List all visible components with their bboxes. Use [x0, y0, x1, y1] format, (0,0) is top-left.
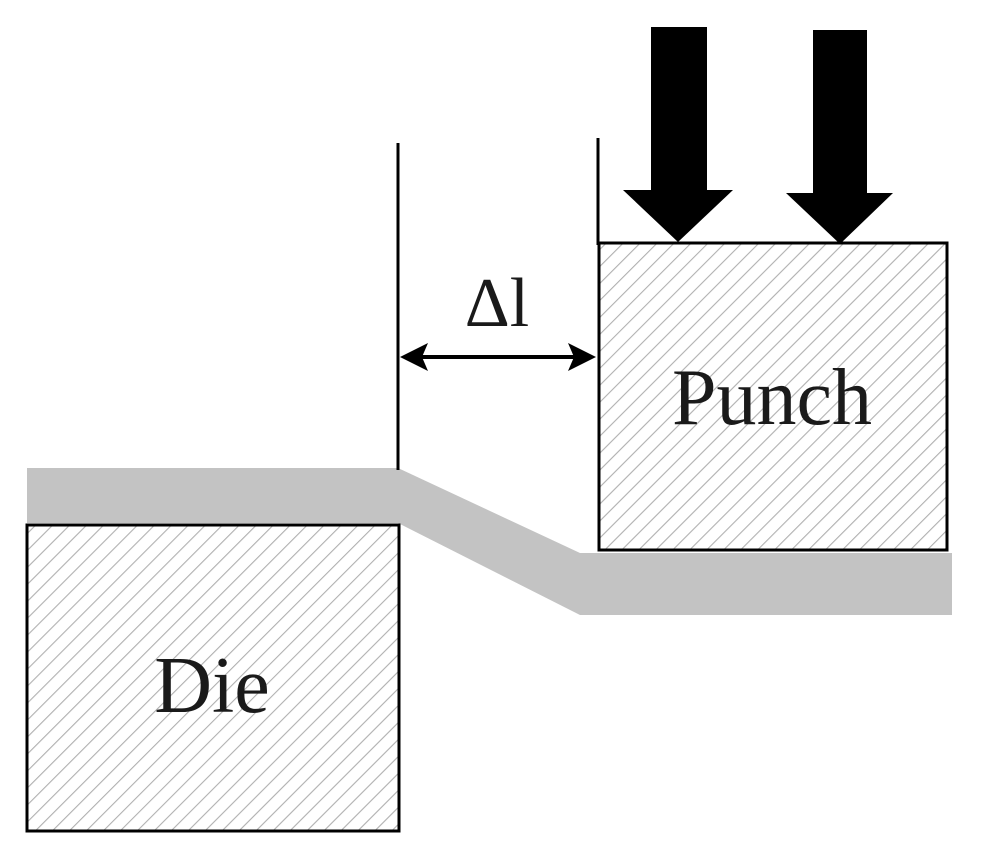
punch-label: Punch	[672, 354, 872, 442]
clearance-label: Δl	[465, 265, 529, 342]
downward-force-arrow-icon	[623, 27, 733, 242]
sheet-metal	[27, 468, 952, 615]
die-label: Die	[154, 642, 270, 730]
downward-force-arrow-icon	[786, 30, 893, 244]
punch-block	[597, 241, 949, 552]
double-headed-arrow-icon	[400, 343, 596, 371]
die-block	[25, 523, 401, 833]
